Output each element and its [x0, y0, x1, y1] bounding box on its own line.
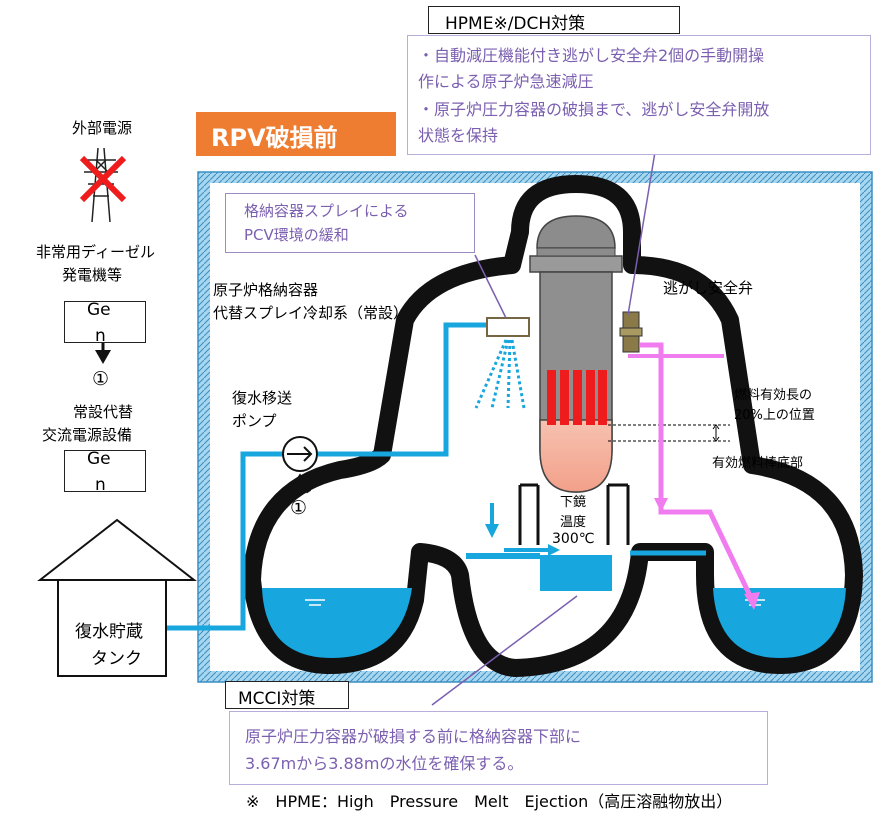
tank-roof [37, 518, 197, 581]
circled-1-marker-pump: ① [290, 497, 308, 519]
srv-valve-icon [619, 311, 643, 353]
fuel-bottom-label: 有効燃料棒底部 [712, 456, 804, 471]
rpv-banner-label: RPV破損前 [211, 124, 338, 152]
rpv-flange [529, 255, 623, 273]
fuel-level-line2: 20%上の位置 [734, 408, 815, 423]
hpme-note-line3: ・原子炉圧力容器の破損まで、逃がし安全弁開放 [418, 100, 770, 119]
generator-box-1: Ge n [64, 300, 146, 346]
water-pool-left [262, 588, 412, 658]
hpme-header-box: HPME※/DCH対策 [428, 6, 680, 34]
generator-2-line2: n [95, 475, 106, 495]
spray-line [160, 322, 486, 631]
tank-label-line1: 復水貯蔵 [75, 622, 143, 642]
pedestal [518, 485, 630, 545]
rpv-lower-plenum [539, 419, 613, 493]
mcci-note-line1: 原子炉圧力容器が破損する前に格納容器下部に [245, 727, 582, 746]
hpme-header-title: HPME※/DCH対策 [445, 14, 586, 34]
spray-note-line2: PCV環境の緩和 [244, 226, 349, 244]
generator-1-line2: n [95, 326, 106, 346]
lower-head-line1: 下鏡 [560, 495, 587, 510]
edg-label-line2: 発電機等 [62, 266, 123, 284]
spray-header [486, 317, 530, 337]
circled-1-marker: ① [92, 368, 110, 390]
spray-droplets [474, 339, 526, 409]
alt-ac-line1: 常設代替 [73, 403, 134, 421]
srv-label: 逃がし安全弁 [663, 279, 754, 297]
rpv-banner: RPV破損前 [196, 112, 396, 156]
lower-drywell-water [466, 553, 540, 559]
hpme-notes-box: ・自動減圧機能付き逃がし安全弁2個の手動開操 作による原子炉急速減圧 ・原子炉圧… [407, 35, 871, 155]
offsite-power-label: 外部電源 [72, 119, 133, 137]
lower-head-line2: 温度 [560, 515, 587, 530]
generator-box-2: Ge n [64, 449, 146, 495]
footnote: ※ HPME：High Pressure Melt Ejection（高圧溶融物… [246, 792, 733, 811]
pump-power-arrow [288, 473, 312, 494]
spray-system-line1: 原子炉格納容器 [213, 281, 319, 299]
lower-head-temp: 300℃ [552, 531, 595, 547]
pump-label-line1: 復水移送 [232, 389, 293, 407]
fuel-rods [547, 370, 607, 425]
water-pool-right [713, 588, 846, 658]
hpme-note-line2: 作による原子炉急速減圧 [418, 72, 594, 91]
mcci-note-box: 原子炉圧力容器が破損する前に格納容器下部に 3.67mから3.88mの水位を確保… [229, 711, 768, 785]
cross-icon [79, 155, 127, 203]
spray-system-line2: 代替スプレイ冷却系（常設） [213, 304, 409, 322]
alt-ac-line2: 交流電源設備 [42, 426, 133, 444]
pump-label-line2: ポンプ [232, 412, 277, 430]
tank-body [57, 579, 167, 677]
mcci-note-line2: 3.67mから3.88mの水位を確保する。 [245, 754, 524, 773]
fuel-level-line1: 燃料有効長の [734, 388, 813, 403]
mcci-header-box: MCCI対策 [225, 681, 349, 709]
spray-note-line1: 格納容器スプレイによる [244, 202, 409, 220]
pedestal-water [540, 555, 612, 591]
rpv-head [536, 215, 616, 249]
spray-note-box: 格納容器スプレイによる PCV環境の緩和 [225, 193, 475, 253]
generator-2-line1: Ge [87, 449, 111, 469]
hpme-note-line4: 状態を保持 [418, 126, 499, 145]
hpme-note-line1: ・自動減圧機能付き逃がし安全弁2個の手動開操 [418, 46, 765, 65]
mcci-header-title: MCCI対策 [238, 689, 316, 709]
generator-1-line1: Ge [87, 300, 111, 320]
tank-label-line2: タンク [91, 649, 142, 669]
edg-label-line1: 非常用ディーゼル [36, 243, 155, 261]
